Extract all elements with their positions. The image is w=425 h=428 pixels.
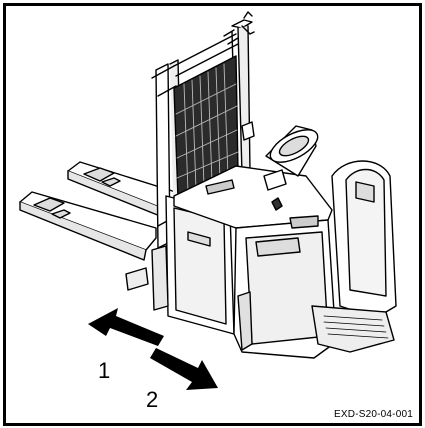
- arrow-backward: [150, 348, 218, 390]
- drawing-code: EXD-S20-04-001: [334, 409, 413, 420]
- side-door: [151, 195, 235, 335]
- direction-arrows: [88, 308, 218, 390]
- arrow-forward: [88, 308, 164, 346]
- callout-1: 1: [98, 358, 111, 383]
- right-fork: [67, 161, 183, 221]
- callout-2: 2: [146, 387, 159, 412]
- left-fork: [19, 191, 157, 291]
- steering-console: [263, 125, 319, 211]
- operator-platform: [311, 160, 397, 353]
- pallet-truck-illustration: [19, 11, 397, 390]
- chassis: [173, 165, 337, 359]
- illustration-frame: 1 2 EXD-S20-04-001: [3, 3, 422, 426]
